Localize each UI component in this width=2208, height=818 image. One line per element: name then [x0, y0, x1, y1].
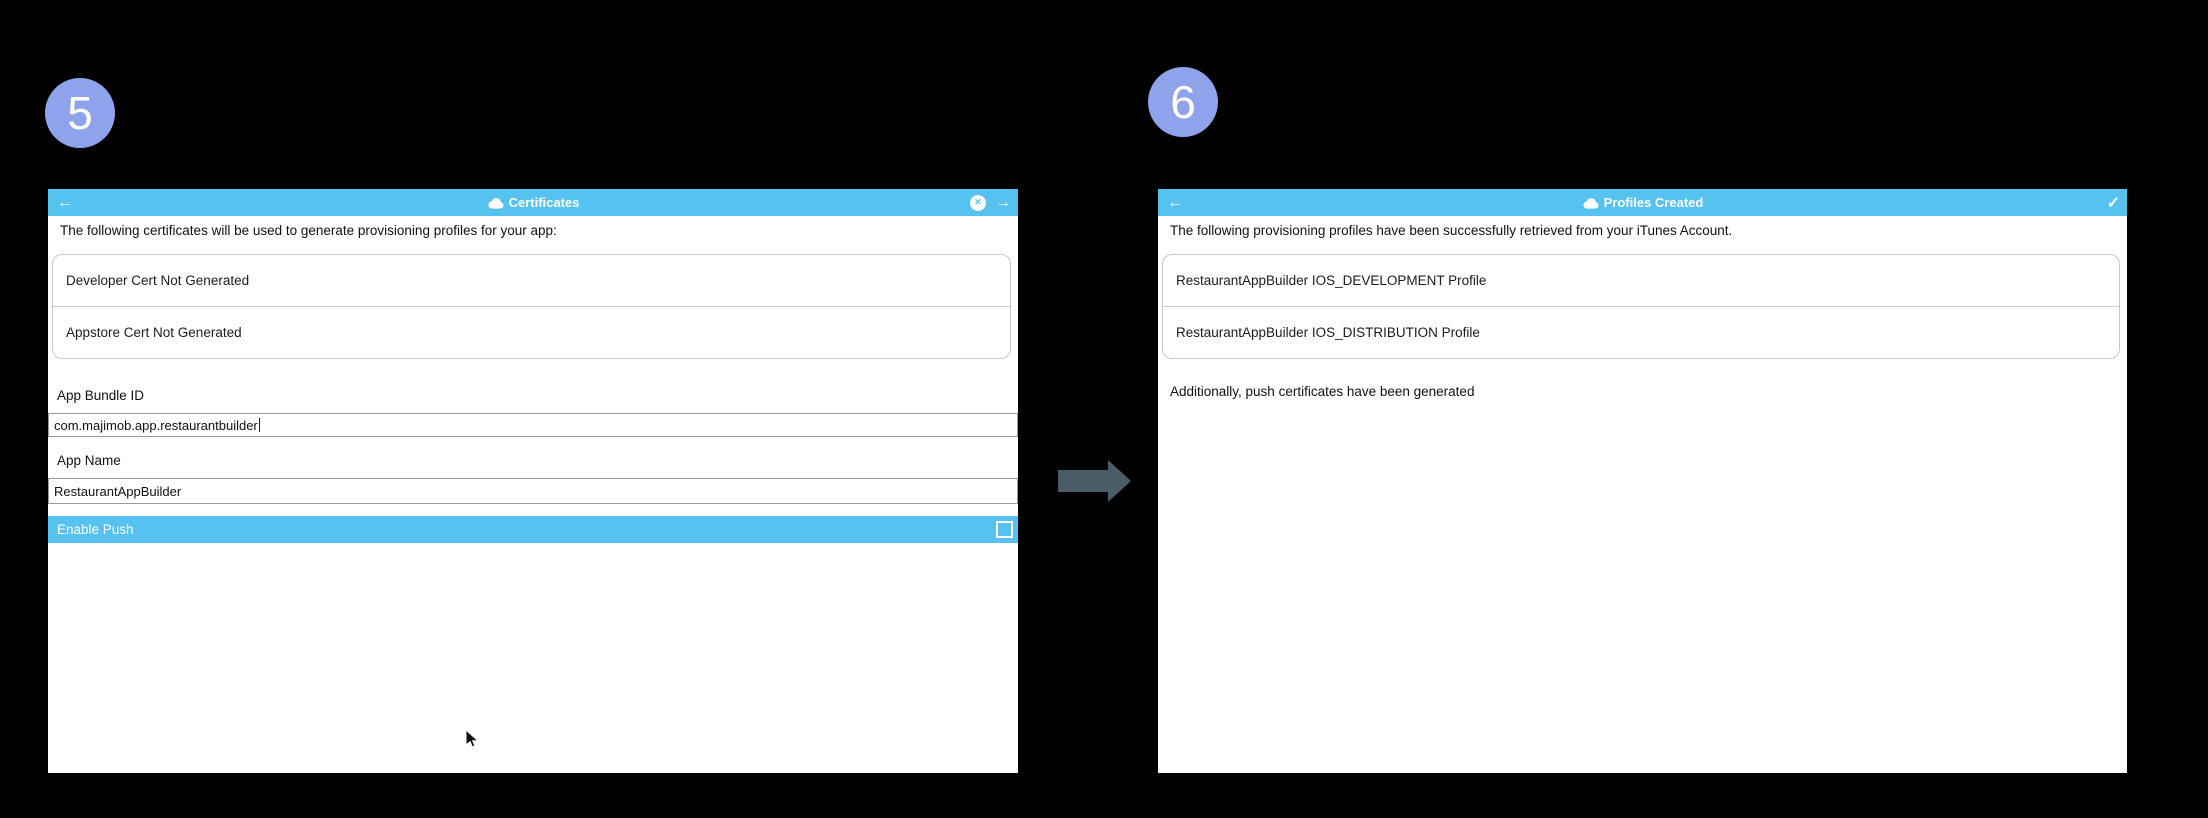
list-item-appstore-cert[interactable]: Appstore Cert Not Generated: [53, 306, 1010, 358]
profiles-created-window: ← Profiles Created ✓ The following provi…: [1158, 189, 2127, 773]
window-title: Profiles Created: [1582, 195, 1704, 210]
certificates-window: ← Certificates ✕ → The following certifi…: [48, 189, 1018, 773]
close-icon[interactable]: ✕: [970, 194, 986, 211]
step-flow-right-arrow-icon: [1058, 460, 1131, 502]
app-bundle-id-value: com.majimob.app.restaurantbuilder: [54, 417, 258, 433]
step-6-badge: 6: [1148, 67, 1218, 137]
app-bundle-id-input[interactable]: com.majimob.app.restaurantbuilder: [48, 413, 1018, 437]
forward-arrow-icon[interactable]: →: [995, 193, 1011, 211]
app-name-label: App Name: [57, 453, 121, 468]
certificates-intro-text: The following certificates will be used …: [60, 223, 557, 238]
back-button[interactable]: ←: [1167, 193, 1183, 211]
certificates-list: Developer Cert Not Generated Appstore Ce…: [52, 254, 1011, 359]
profiles-list: RestaurantAppBuilder IOS_DEVELOPMENT Pro…: [1162, 254, 2120, 359]
profiles-intro-text: The following provisioning profiles have…: [1170, 223, 1733, 238]
window-title-text: Certificates: [508, 195, 580, 210]
list-item-distribution-profile[interactable]: RestaurantAppBuilder IOS_DISTRIBUTION Pr…: [1163, 306, 2119, 358]
text-caret: [258, 418, 260, 432]
list-item-development-profile[interactable]: RestaurantAppBuilder IOS_DEVELOPMENT Pro…: [1176, 273, 1487, 288]
window-title-text: Profiles Created: [1603, 195, 1704, 210]
enable-push-label: Enable Push: [57, 522, 134, 537]
confirm-check-icon[interactable]: ✓: [2106, 194, 2120, 212]
certificates-header: ← Certificates ✕ →: [48, 189, 1018, 216]
window-title: Certificates: [487, 195, 580, 210]
enable-push-checkbox[interactable]: [996, 521, 1013, 538]
profiles-created-header: ← Profiles Created ✓: [1158, 189, 2127, 216]
header-actions: ✕ →: [970, 189, 1011, 216]
enable-push-toggle-row[interactable]: Enable Push: [48, 516, 1018, 543]
back-button[interactable]: ←: [57, 193, 73, 211]
app-name-value: RestaurantAppBuilder: [54, 483, 182, 499]
push-certificates-note: Additionally, push certificates have bee…: [1170, 384, 1475, 399]
header-actions: ✓: [2107, 189, 2120, 216]
step-5-badge: 5: [45, 78, 115, 148]
mouse-cursor: [465, 729, 480, 748]
cloud-icon: [487, 197, 504, 209]
cloud-icon: [1583, 197, 1599, 209]
app-name-input[interactable]: RestaurantAppBuilder: [48, 478, 1018, 504]
app-bundle-id-label: App Bundle ID: [57, 388, 145, 403]
list-item-developer-cert[interactable]: Developer Cert Not Generated: [66, 273, 250, 288]
